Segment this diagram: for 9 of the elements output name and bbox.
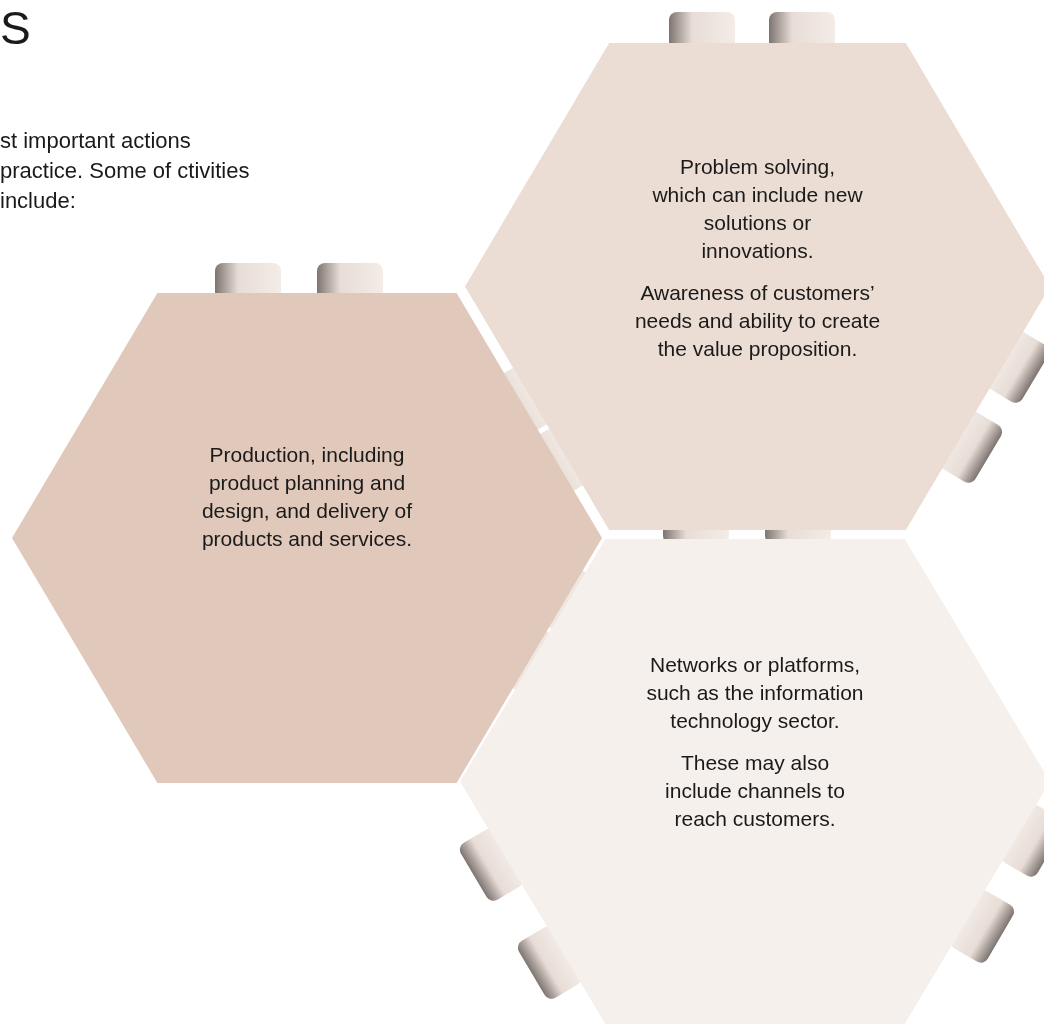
hexagon-text: These may also include channels to reach customers. — [664, 750, 846, 832]
hexagon-text: Production, including product planning and design, and delivery of products and services. — [200, 442, 414, 552]
heading: S — [0, 2, 31, 54]
hexagon-text: Networks or platforms, such as the information technology sector. — [645, 652, 865, 734]
hexagon-text: Problem solving, which can include new solutions or innovations. — [651, 154, 864, 264]
hexagon-text: Awareness of customers’ needs and ability to create the value proposition. — [633, 280, 882, 362]
intro-paragraph: st important actions practice. Some of ctivities include: — [0, 127, 251, 215]
hexagon-card — [465, 43, 1044, 530]
hexagon-card — [460, 539, 1044, 1024]
